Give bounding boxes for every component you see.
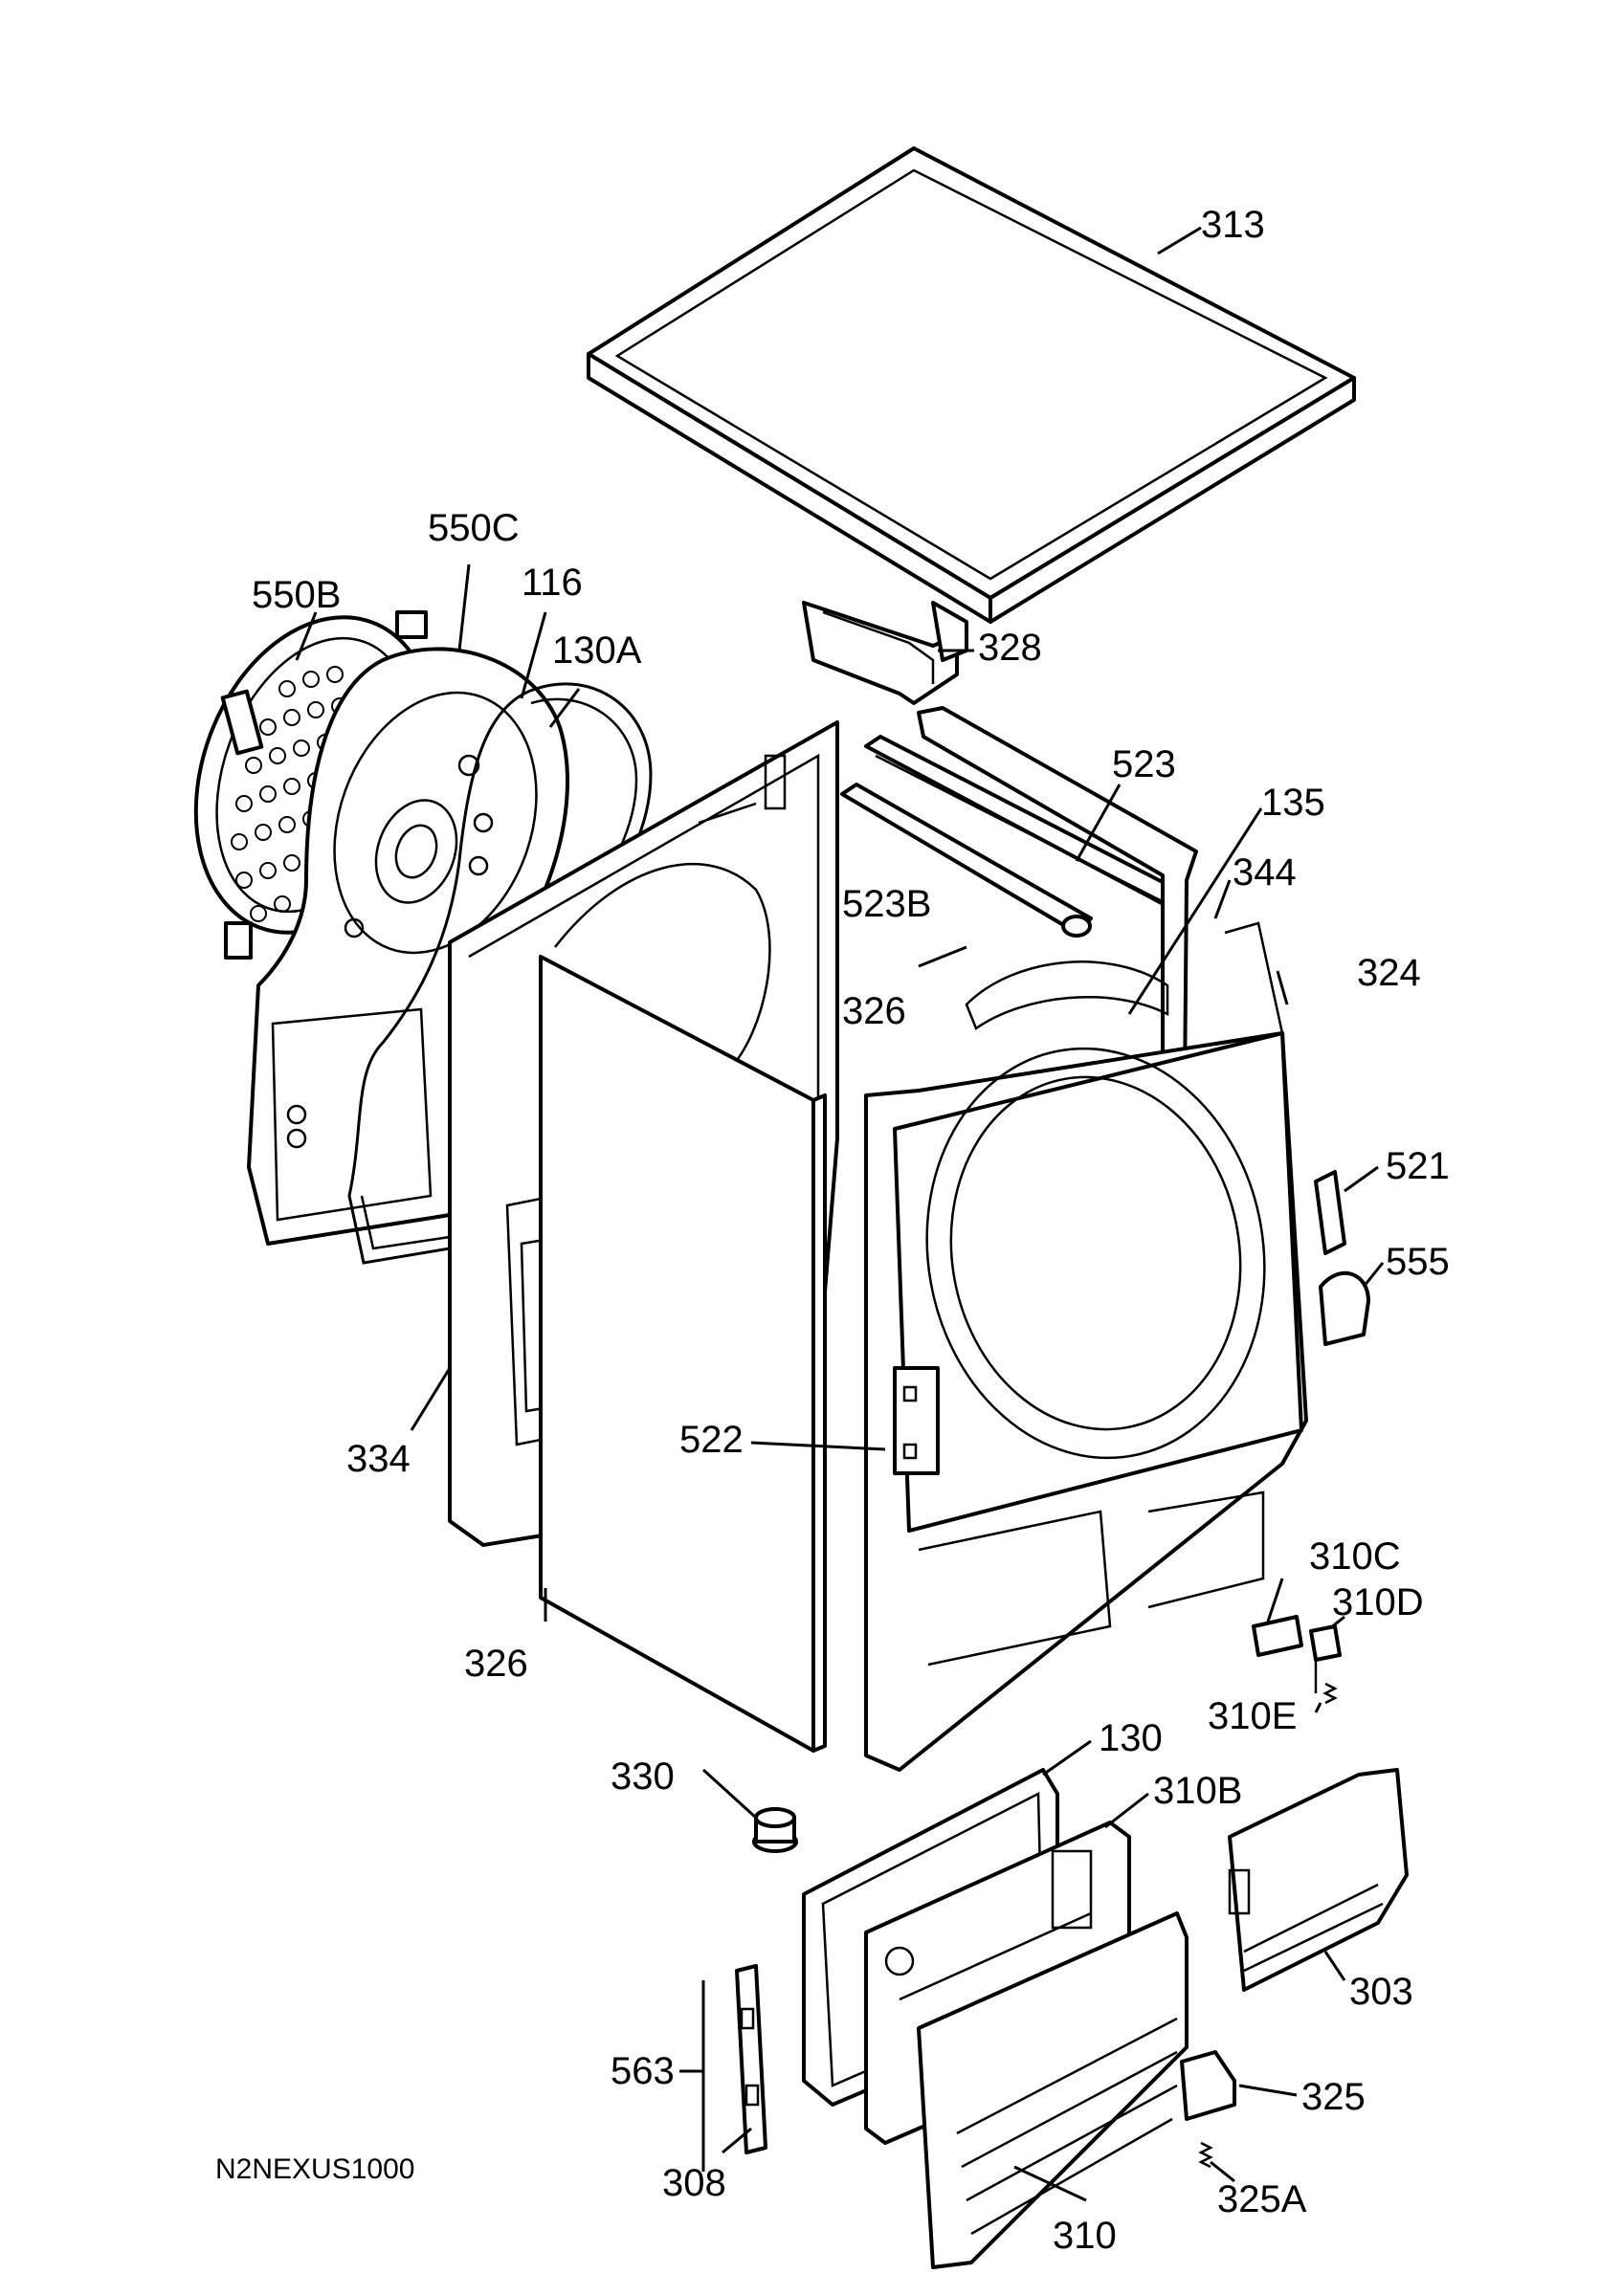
parts-310C-310D-310E <box>1252 1615 1342 1705</box>
label-313: 313 <box>1201 204 1265 246</box>
top-panel-313 <box>587 146 1356 624</box>
label-344: 344 <box>1233 851 1297 894</box>
label-130A: 130A <box>552 629 642 672</box>
label-555: 555 <box>1386 1241 1450 1283</box>
label-330: 330 <box>611 1755 675 1798</box>
label-310C: 310C <box>1309 1535 1401 1578</box>
side-panel-326 <box>539 955 827 1753</box>
label-308: 308 <box>662 2162 726 2204</box>
label-522: 522 <box>679 1419 744 1461</box>
label-550C: 550C <box>428 507 520 549</box>
label-326-upper: 326 <box>842 990 906 1032</box>
label-310: 310 <box>1053 2215 1117 2257</box>
label-523: 523 <box>1112 743 1176 785</box>
door-front-310 <box>917 1911 1189 2269</box>
label-523B: 523B <box>842 883 931 925</box>
label-310D: 310D <box>1332 1581 1424 1623</box>
label-325A: 325A <box>1217 2178 1307 2220</box>
label-130: 130 <box>1099 1717 1163 1759</box>
label-135: 135 <box>1261 782 1325 824</box>
label-521: 521 <box>1386 1145 1450 1187</box>
label-310E: 310E <box>1208 1695 1297 1737</box>
label-325: 325 <box>1301 2076 1366 2118</box>
label-116: 116 <box>522 562 583 604</box>
label-326-lower: 326 <box>464 1643 528 1685</box>
label-563: 563 <box>611 2050 675 2092</box>
front-frame-324 <box>864 921 1308 1772</box>
diagram-code: N2NEXUS1000 <box>215 2153 414 2185</box>
label-310B: 310B <box>1153 1770 1242 1812</box>
label-303: 303 <box>1349 1971 1413 2013</box>
leader-lines <box>295 226 1385 2202</box>
foot-330 <box>752 1807 798 1853</box>
part-555 <box>1319 1270 1370 1346</box>
latch-325 <box>1180 2050 1236 2169</box>
side-cover-303 <box>1228 1768 1409 1992</box>
bracket-328 <box>802 601 968 705</box>
hinge-563-308 <box>701 1964 767 2172</box>
label-324: 324 <box>1357 952 1421 994</box>
part-521 <box>1314 1170 1346 1255</box>
label-328: 328 <box>978 627 1042 669</box>
seal-strip-523 <box>840 735 1189 938</box>
label-550B: 550B <box>252 574 341 616</box>
label-334: 334 <box>346 1438 411 1480</box>
